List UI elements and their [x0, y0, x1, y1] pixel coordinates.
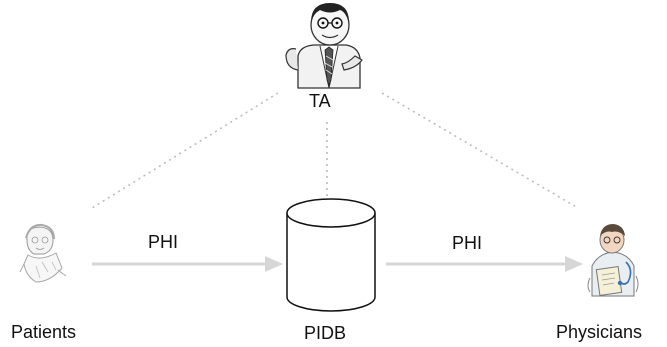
database-cylinder-icon	[286, 198, 376, 312]
physicians-label: Physicians	[556, 322, 643, 342]
dotted-link-ta-physicians	[381, 92, 579, 209]
dotted-link-ta-patients	[91, 92, 279, 209]
arrow-patients-to-pidb	[92, 256, 283, 272]
ta-label: TA	[309, 91, 331, 111]
patients-label: Patients	[11, 322, 77, 342]
phi-label-pidb-to-physicians: PHI	[452, 233, 483, 253]
ta-person-icon	[285, 3, 363, 89]
pidb-label: PIDB	[304, 323, 347, 343]
arrow-pidb-to-physicians	[386, 256, 583, 272]
patient-icon	[19, 223, 67, 283]
phi-label-patients-to-pidb: PHI	[148, 232, 179, 252]
physician-icon	[587, 224, 639, 297]
